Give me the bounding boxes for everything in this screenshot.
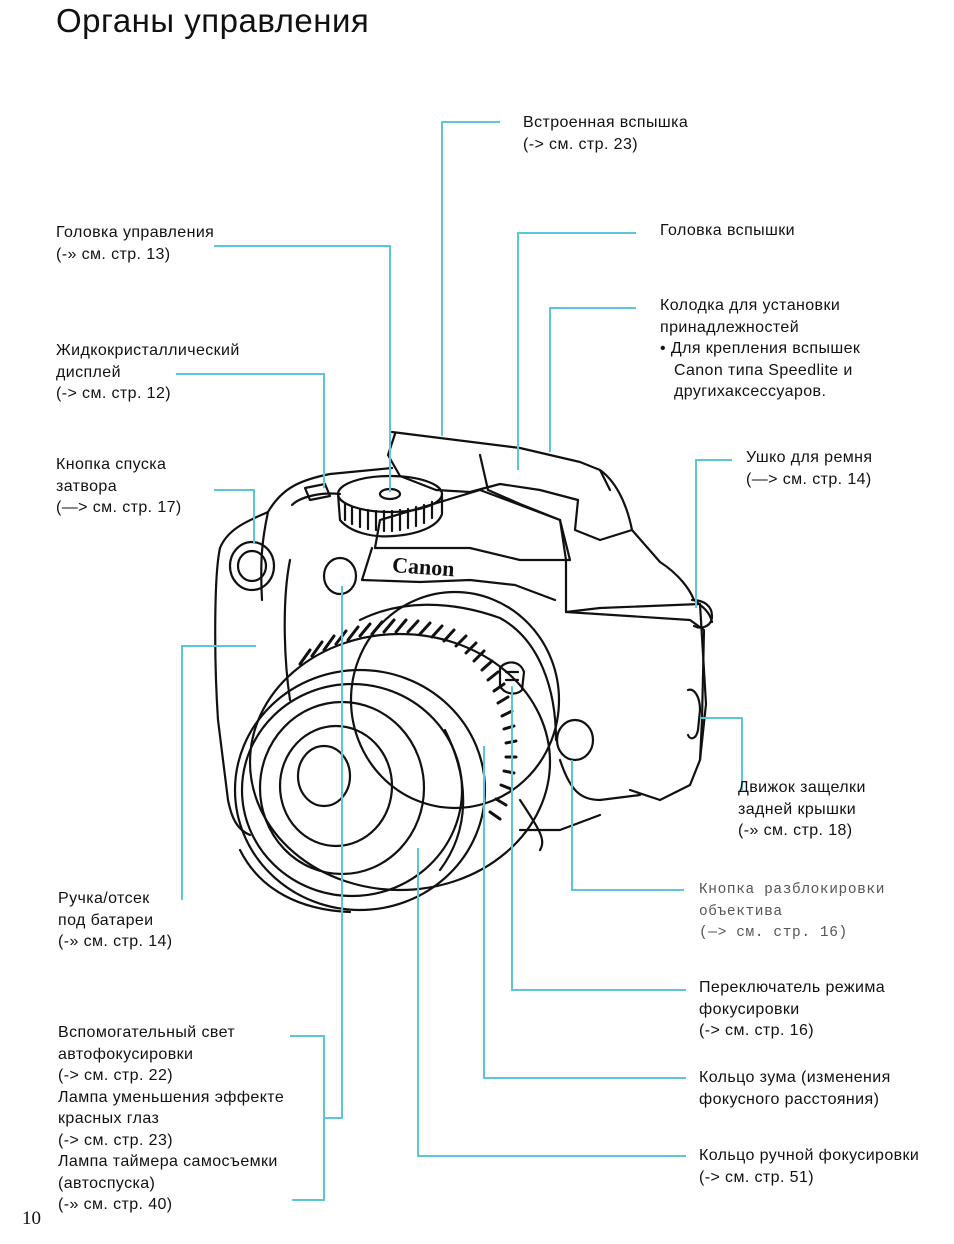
label-flash-head: Головка вспышки [660, 222, 796, 239]
leader-flash [441, 121, 500, 436]
camera-illustration: Canon [214, 430, 714, 914]
leader-lcd [176, 373, 325, 488]
label-grip: Ручка/отсек под батареи (-» см. стр. 14) [58, 890, 173, 950]
label-focus-mode-switch: Переключатель режима фокусировки (-> см.… [699, 979, 886, 1039]
label-zoom-ring: Кольцо зума (изменения фокусного расстоя… [699, 1069, 891, 1108]
label-lens-release: Кнопка разблокировки объектива (—> см. с… [699, 882, 886, 941]
label-focus-ring: Кольцо ручной фокусировки (-> см. стр. 5… [699, 1147, 920, 1186]
label-af-assist-lamp: Вспомогательный свет автофокусировки (->… [58, 1024, 285, 1213]
page-title: Органы управления [56, 2, 370, 39]
leader-shutter [214, 489, 255, 544]
leader-hot-shoe [549, 307, 636, 452]
label-back-cover-latch: Движок защелки задней крышки (-» см. стр… [738, 779, 866, 839]
leader-flash-head [517, 232, 636, 470]
brand-mark: Canon [391, 552, 455, 581]
label-hot-shoe: Колодка для установки принадлежностей • … [660, 297, 861, 400]
leader-af-lamp [290, 1035, 325, 1201]
label-strap-mount: Ушко для ремня (—> см. стр. 14) [746, 449, 873, 488]
leader-control-dial [214, 245, 391, 492]
leader-focus-mode [511, 686, 686, 991]
leader-latch [700, 717, 743, 790]
label-built-in-flash: Встроенная вспышка (-> см. стр. 23) [523, 114, 689, 153]
label-lcd: Жидкокристаллический дисплей (-> см. стр… [56, 342, 240, 402]
leader-lines [176, 121, 743, 1201]
label-shutter-button: Кнопка спуска затвора (—> см. стр. 17) [56, 456, 182, 516]
leader-grip [181, 645, 256, 900]
page-number: 10 [22, 1208, 41, 1229]
leader-lens-release [571, 760, 684, 891]
leader-focus-ring [417, 848, 686, 1157]
label-control-dial: Головка управления (-» см. стр. 13) [56, 224, 215, 263]
leader-af-lamp-inner [324, 586, 343, 1119]
leader-zoom [483, 746, 686, 1079]
leader-strap [695, 459, 732, 608]
